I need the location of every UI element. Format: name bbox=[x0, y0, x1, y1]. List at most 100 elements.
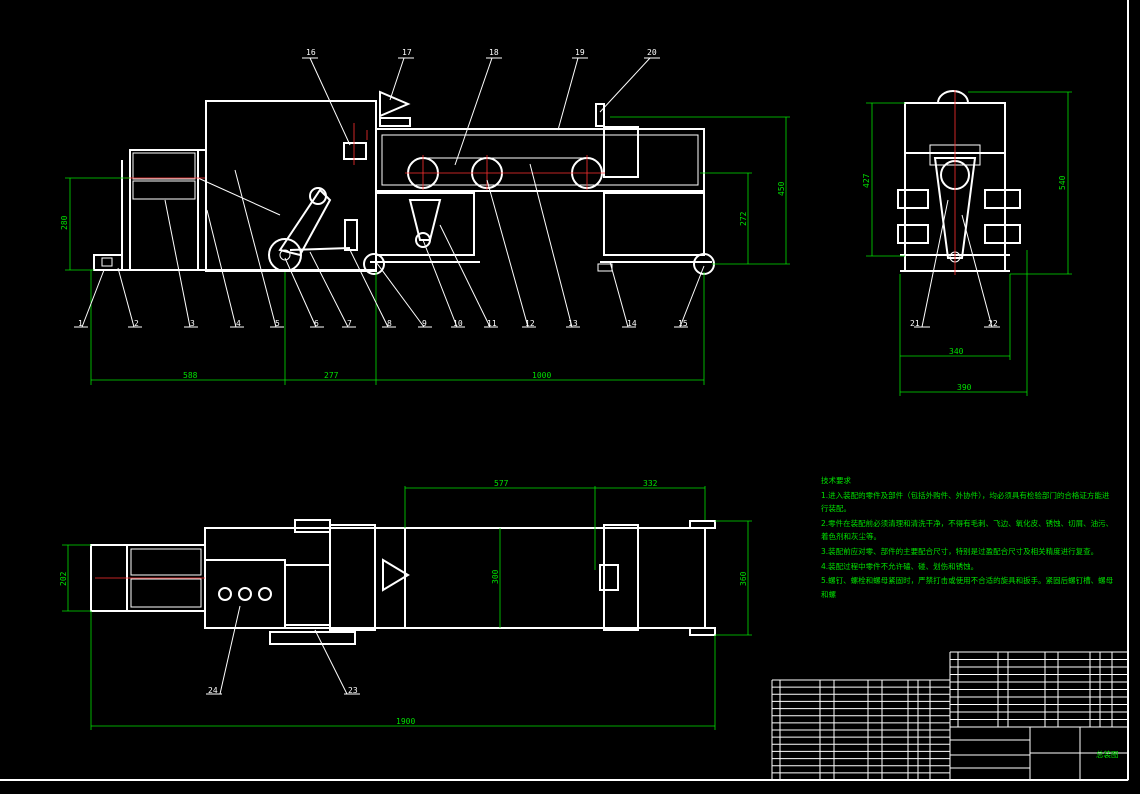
part-label-6: 6 bbox=[314, 319, 319, 328]
conveyor-frame bbox=[375, 128, 705, 192]
top-caster-a bbox=[689, 520, 716, 529]
top-caster-b bbox=[689, 627, 716, 636]
dim-588: 588 bbox=[183, 371, 198, 380]
top-motor-a bbox=[130, 548, 202, 576]
part-label-10: 10 bbox=[453, 319, 463, 328]
side-bracket-left-2 bbox=[897, 224, 929, 244]
motor-top bbox=[132, 152, 196, 180]
part-label-3: 3 bbox=[190, 319, 195, 328]
notes-line-2: 行装配。 bbox=[821, 503, 851, 513]
dim-332: 332 bbox=[643, 479, 658, 488]
foot-pad bbox=[597, 263, 613, 272]
part-label-12: 12 bbox=[525, 319, 535, 328]
part-label-1: 1 bbox=[78, 319, 83, 328]
notes-line-8: 和螺 bbox=[821, 589, 836, 599]
part-label-22: 22 bbox=[988, 319, 998, 328]
front-view bbox=[93, 90, 715, 275]
part-label-13: 13 bbox=[568, 319, 578, 328]
top-motor-b bbox=[130, 578, 202, 608]
top-tray bbox=[204, 559, 286, 629]
leaders-front bbox=[74, 163, 705, 328]
dim-280: 280 bbox=[60, 215, 69, 230]
leaders-side bbox=[914, 199, 1000, 328]
top-sensor bbox=[599, 564, 619, 591]
top-nozzle bbox=[382, 558, 410, 592]
caster-left bbox=[363, 253, 385, 275]
right-stand bbox=[603, 192, 705, 256]
dim-1000: 1000 bbox=[532, 371, 551, 380]
leaders-topview bbox=[206, 605, 360, 695]
part-label-14: 14 bbox=[627, 319, 637, 328]
notes-line-4: 着色剂和灰尘等。 bbox=[821, 531, 881, 541]
nozzle bbox=[379, 90, 411, 118]
part-label-19: 19 bbox=[575, 48, 585, 57]
top-hole-2 bbox=[238, 587, 252, 601]
part-label-2: 2 bbox=[134, 319, 139, 328]
notes-line-3: 2.零件在装配前必须清理和清洗干净，不得有毛刺、飞边、氧化皮、锈蚀、切屑、油污、 bbox=[821, 518, 1113, 528]
crank-pivot bbox=[309, 187, 327, 205]
top-hole-1 bbox=[218, 587, 232, 601]
part-label-24: 24 bbox=[208, 686, 218, 695]
side-view bbox=[897, 90, 1021, 275]
technical-notes: 技术要求 1.进入装配的零件及部件（包括外购件、外协件），均必须具有检验部门的合… bbox=[821, 475, 1114, 599]
part-label-8: 8 bbox=[387, 319, 392, 328]
top-dimensions bbox=[62, 486, 752, 730]
top-bracket-a bbox=[294, 519, 331, 533]
hopper-diagonal bbox=[197, 177, 281, 216]
part-label-18: 18 bbox=[489, 48, 499, 57]
sensor-mount bbox=[595, 103, 605, 127]
side-bracket-left bbox=[897, 189, 929, 209]
notes-line-5: 3.装配前应对零、部件的主要配合尺寸，特别是过盈配合尺寸及相关精度进行复查。 bbox=[821, 546, 1098, 556]
drive-housing bbox=[603, 126, 639, 178]
motor-mid bbox=[132, 180, 196, 200]
top-hole-3 bbox=[258, 587, 272, 601]
left-stand bbox=[375, 192, 475, 256]
front-dimensions bbox=[65, 116, 790, 385]
hopper-frame bbox=[205, 100, 377, 272]
lever bbox=[344, 219, 358, 251]
control-box bbox=[343, 142, 367, 160]
side-dimensions bbox=[866, 91, 1072, 396]
part-label-23: 23 bbox=[348, 686, 358, 695]
gear bbox=[415, 232, 431, 248]
nozzle-mount bbox=[379, 117, 411, 127]
drawing-number: 总装图 bbox=[1096, 749, 1119, 759]
dim-360: 360 bbox=[739, 571, 748, 586]
dim-300: 300 bbox=[491, 569, 500, 584]
side-nozzle bbox=[936, 90, 970, 104]
drive-wheel bbox=[268, 238, 302, 272]
dim-277: 277 bbox=[324, 371, 339, 380]
caster-right bbox=[693, 253, 715, 275]
side-belt bbox=[933, 157, 977, 259]
base-bolt bbox=[101, 257, 113, 267]
dim-390: 390 bbox=[957, 383, 972, 392]
dim-272: 272 bbox=[739, 211, 748, 226]
side-bracket-right-2 bbox=[984, 224, 1021, 244]
conveyor-inner bbox=[381, 134, 699, 186]
part-label-17: 17 bbox=[402, 48, 412, 57]
notes-title: 技术要求 bbox=[821, 475, 851, 485]
top-mechanism bbox=[284, 564, 331, 626]
side-bracket-right bbox=[984, 189, 1021, 209]
dim-427: 427 bbox=[862, 173, 871, 188]
leaders-top-labels bbox=[302, 57, 660, 166]
top-drive-housing bbox=[603, 524, 639, 631]
notes-line-7: 5.螺钉、螺栓和螺母紧固时，严禁打击或使用不合适的旋具和扳手。紧固后螺钉槽、螺母 bbox=[821, 575, 1114, 585]
notes-line-1: 1.进入装配的零件及部件（包括外购件、外协件），均必须具有检验部门的合格证方能进 bbox=[821, 490, 1110, 500]
dim-340: 340 bbox=[949, 347, 964, 356]
motor-body bbox=[129, 149, 199, 271]
title-block: 总装图 bbox=[949, 726, 1129, 781]
dim-450: 450 bbox=[777, 181, 786, 196]
top-drive bbox=[329, 524, 376, 631]
part-label-5: 5 bbox=[275, 319, 280, 328]
part-label-20: 20 bbox=[647, 48, 657, 57]
top-bracket-b bbox=[269, 631, 356, 645]
part-label-15: 15 bbox=[678, 319, 688, 328]
drive-hub bbox=[279, 249, 291, 261]
motor-base bbox=[93, 254, 123, 271]
top-view bbox=[90, 519, 716, 645]
front-centerlines bbox=[125, 123, 605, 190]
part-label-11: 11 bbox=[487, 319, 497, 328]
part-label-4: 4 bbox=[236, 319, 241, 328]
